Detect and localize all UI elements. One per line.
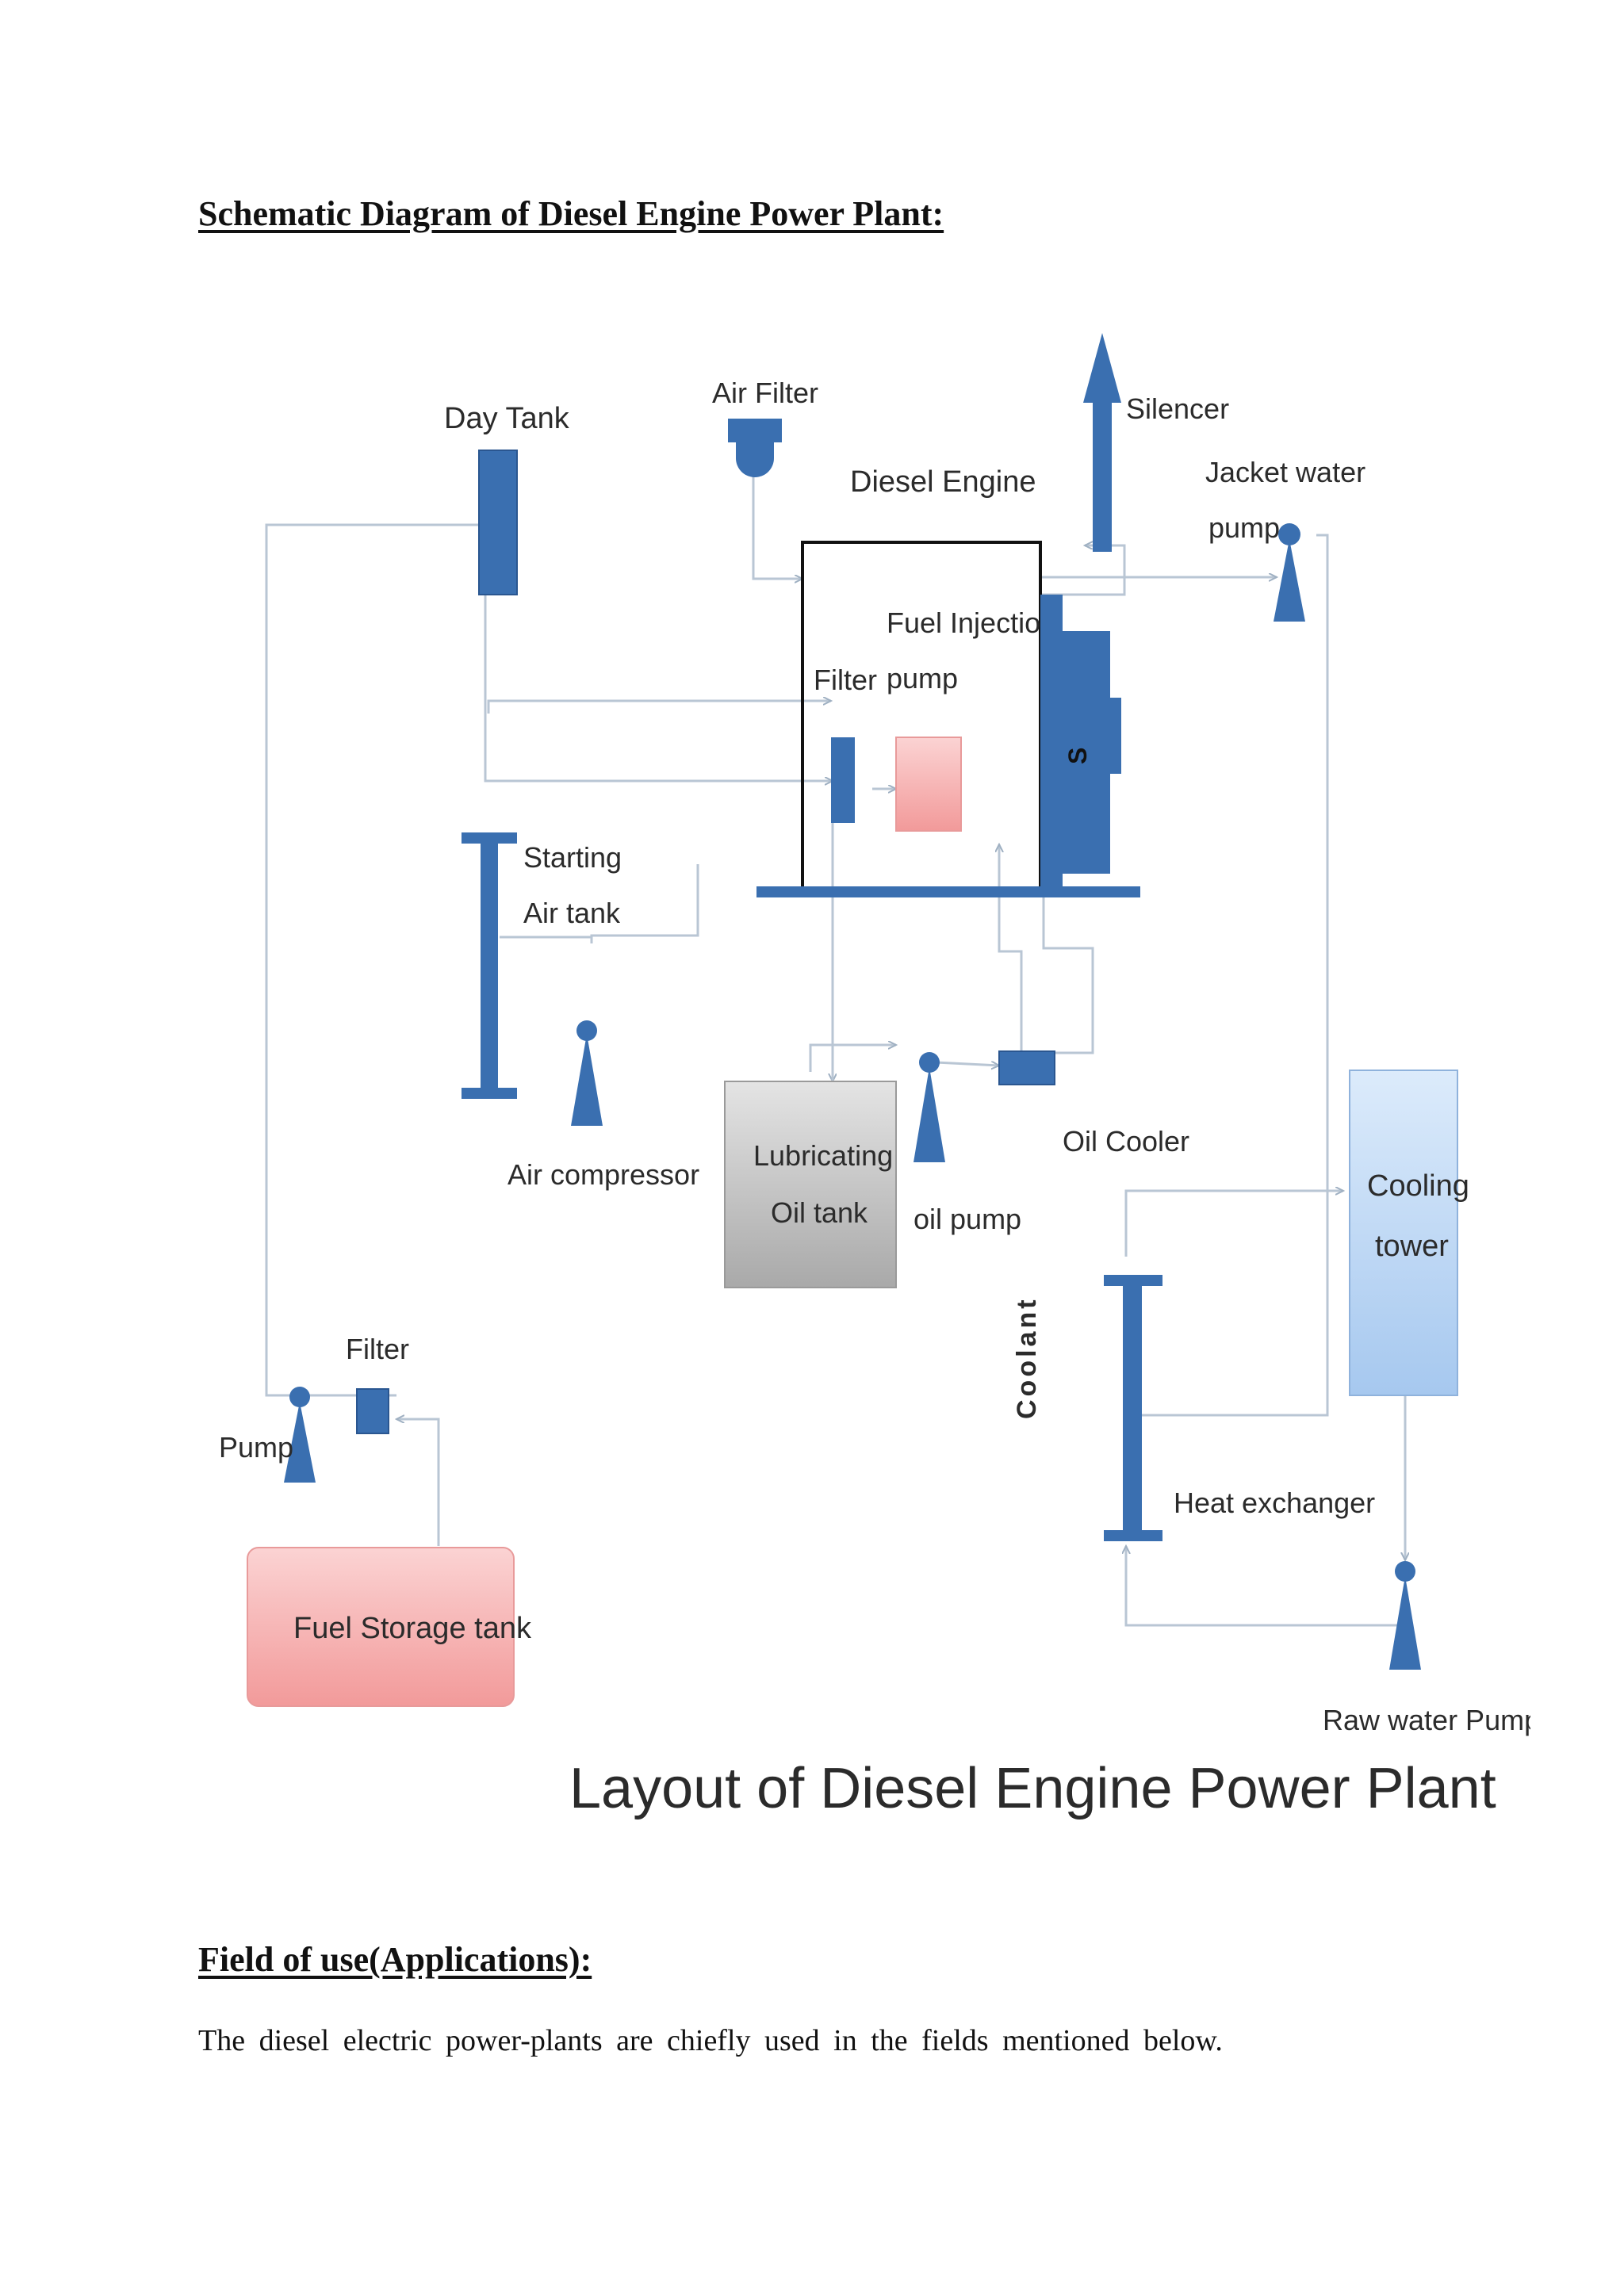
jacket-water-pump	[1274, 523, 1305, 622]
fuel-injection-label-2: pump	[887, 662, 958, 695]
fuel-line-filter	[356, 1388, 389, 1434]
engine-filter-label: Filter	[814, 664, 877, 696]
pipe-network	[265, 474, 1405, 1627]
oil-pump-label: oil pump	[914, 1203, 1021, 1235]
silencer	[1083, 333, 1121, 552]
day-tank	[478, 450, 518, 595]
starting-air-label-2: Air tank	[523, 897, 621, 929]
fuel-pump	[284, 1387, 316, 1483]
fuel-storage-tank	[247, 1547, 515, 1707]
raw-water-pump-label: Raw water Pump	[1323, 1704, 1530, 1736]
lube-tank-label-1: Lubricating	[753, 1139, 893, 1172]
fuel-storage-label: Fuel Storage tank	[293, 1612, 532, 1645]
cooling-tower-label-2: tower	[1375, 1230, 1449, 1263]
air-compressor	[571, 1020, 603, 1126]
engine-base	[756, 886, 1140, 897]
fuel-injection-label-1: Fuel Injection	[887, 607, 1056, 639]
air-filter-label: Air Filter	[712, 377, 818, 409]
fuel-filter-label: Filter	[346, 1333, 409, 1365]
cooling-tower-label-1: Cooling	[1367, 1169, 1469, 1203]
starting-air-tank	[462, 832, 517, 1099]
diagram-caption: Layout of Diesel Engine Power Plant	[569, 1757, 1496, 1820]
generator	[1040, 595, 1121, 888]
diesel-plant-diagram: Day Tank Air Filter Silencer Diesel Engi…	[219, 333, 1530, 1820]
jacket-water-label-1: Jacket water	[1205, 456, 1365, 488]
silencer-label: Silencer	[1126, 392, 1229, 425]
generator-label: S	[1063, 748, 1092, 764]
diesel-engine-block	[801, 541, 1042, 890]
lube-tank-label-2: Oil tank	[771, 1196, 868, 1229]
fuel-pump-label: Pump	[219, 1431, 293, 1464]
coolant-label: Coolant	[1012, 1296, 1042, 1419]
jacket-water-label-2: pump	[1208, 511, 1280, 544]
schematic-heading: Schematic Diagram of Diesel Engine Power…	[198, 194, 944, 233]
starting-air-label-1: Starting	[523, 841, 622, 874]
raw-water-pump	[1389, 1561, 1421, 1670]
heat-exchanger	[1104, 1275, 1162, 1541]
diesel-engine-label: Diesel Engine	[850, 465, 1036, 499]
heat-exchanger-label: Heat exchanger	[1174, 1487, 1375, 1519]
cooling-tower	[1349, 1070, 1458, 1396]
air-filter	[728, 419, 782, 477]
oil-cooler	[998, 1050, 1055, 1085]
applications-heading: Field of use(Applications):	[198, 1940, 592, 1979]
applications-intro-paragraph: The diesel electric power-plants are chi…	[198, 2024, 1223, 2057]
air-compressor-label: Air compressor	[508, 1158, 699, 1191]
oil-pump	[914, 1052, 945, 1162]
engine-fuel-filter	[831, 737, 855, 823]
oil-cooler-label: Oil Cooler	[1063, 1125, 1189, 1158]
day-tank-label: Day Tank	[444, 402, 570, 435]
lubricating-oil-tank	[724, 1081, 897, 1288]
fuel-injection-pump	[895, 737, 962, 832]
